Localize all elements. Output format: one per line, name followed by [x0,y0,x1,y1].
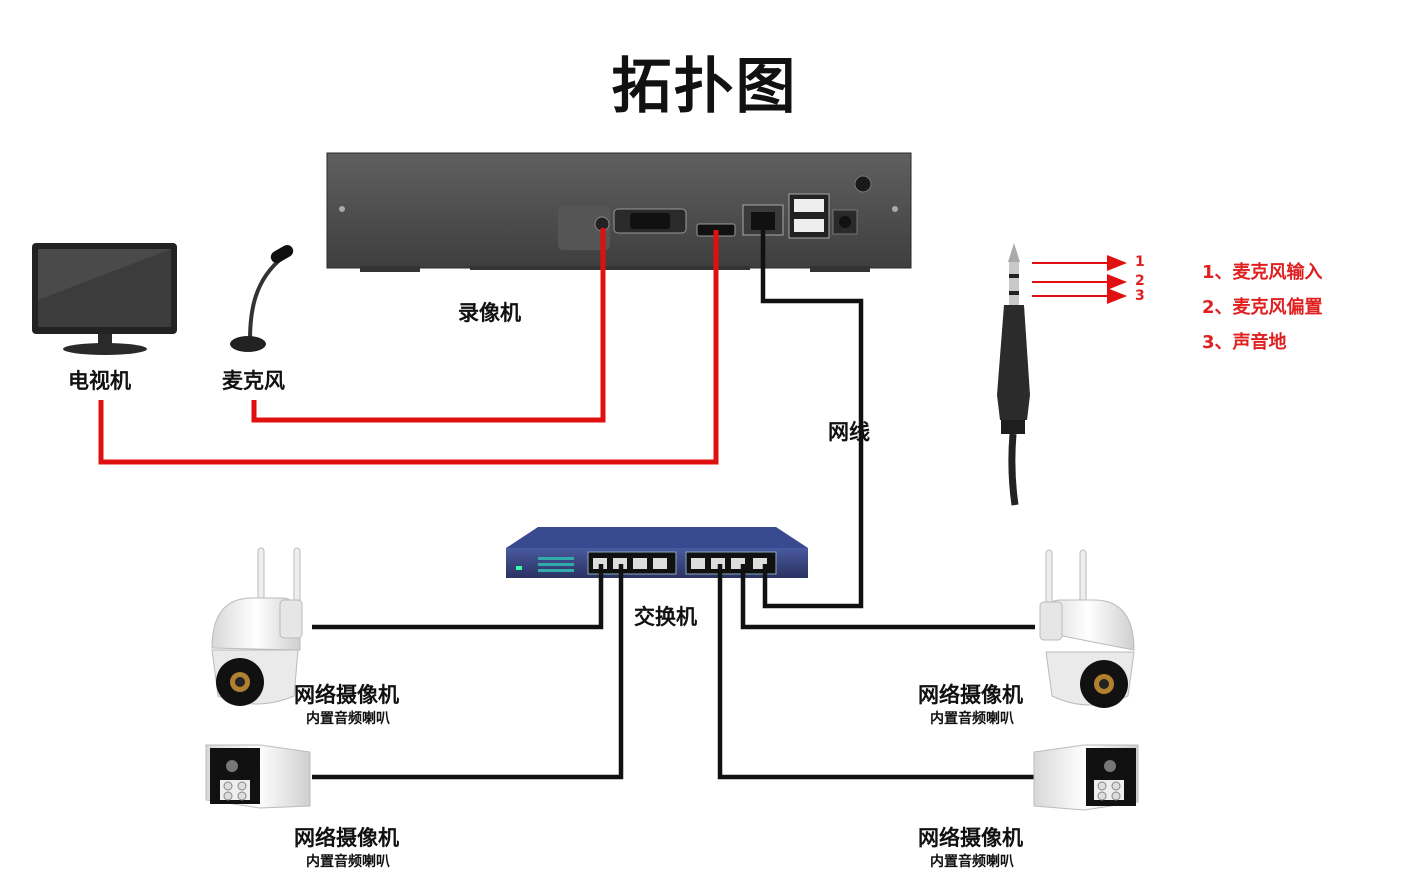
jack-legend-2: 2、麦克风偏置 [1202,297,1323,318]
monitor-icon [32,243,177,355]
page-title: 拓扑图 [611,52,798,122]
camera-1-name: 网络摄像机 [294,683,399,707]
nvr-to-switch-line [760,220,864,609]
jack-pin-1: 1 [1135,254,1145,270]
ptz-camera-icon [211,547,303,706]
network-cable-label: 网线 [828,420,870,444]
bullet-camera-icon [205,744,311,809]
jack-legend-1: 1、麦克风输入 [1202,262,1323,283]
red-connection-lines [98,228,719,465]
network-lines [312,220,1035,780]
camera-3-line [740,564,1035,630]
camera-4-sub: 内置音频喇叭 [930,854,1014,870]
tv-hdmi-line [98,230,719,465]
bullet-camera-icon [1033,744,1139,811]
switch-label: 交换机 [634,605,697,629]
camera-2-line [312,564,624,780]
nvr-recorder-icon [326,152,912,272]
recorder-label: 录像机 [458,301,521,325]
jack-legend-3: 3、声音地 [1202,332,1287,353]
camera-2-sub: 内置音频喇叭 [306,854,390,870]
camera-2-name: 网络摄像机 [294,826,399,850]
tv-label: 电视机 [68,369,131,393]
switch-icon [506,527,808,578]
jack-pin-2: 2 [1135,273,1145,289]
microphone-label: 麦克风 [222,369,285,393]
jack-pin-3: 3 [1135,288,1145,304]
camera-4-line [717,564,1035,780]
audio-jack-icon [997,243,1127,506]
ptz-camera-icon [1039,549,1135,708]
camera-3-name: 网络摄像机 [918,683,1023,707]
microphone-icon [230,245,294,352]
camera-4-name: 网络摄像机 [918,826,1023,850]
microphone-line [251,228,606,423]
camera-1-line [312,564,604,630]
camera-3-sub: 内置音频喇叭 [930,711,1014,727]
camera-1-sub: 内置音频喇叭 [306,711,390,727]
